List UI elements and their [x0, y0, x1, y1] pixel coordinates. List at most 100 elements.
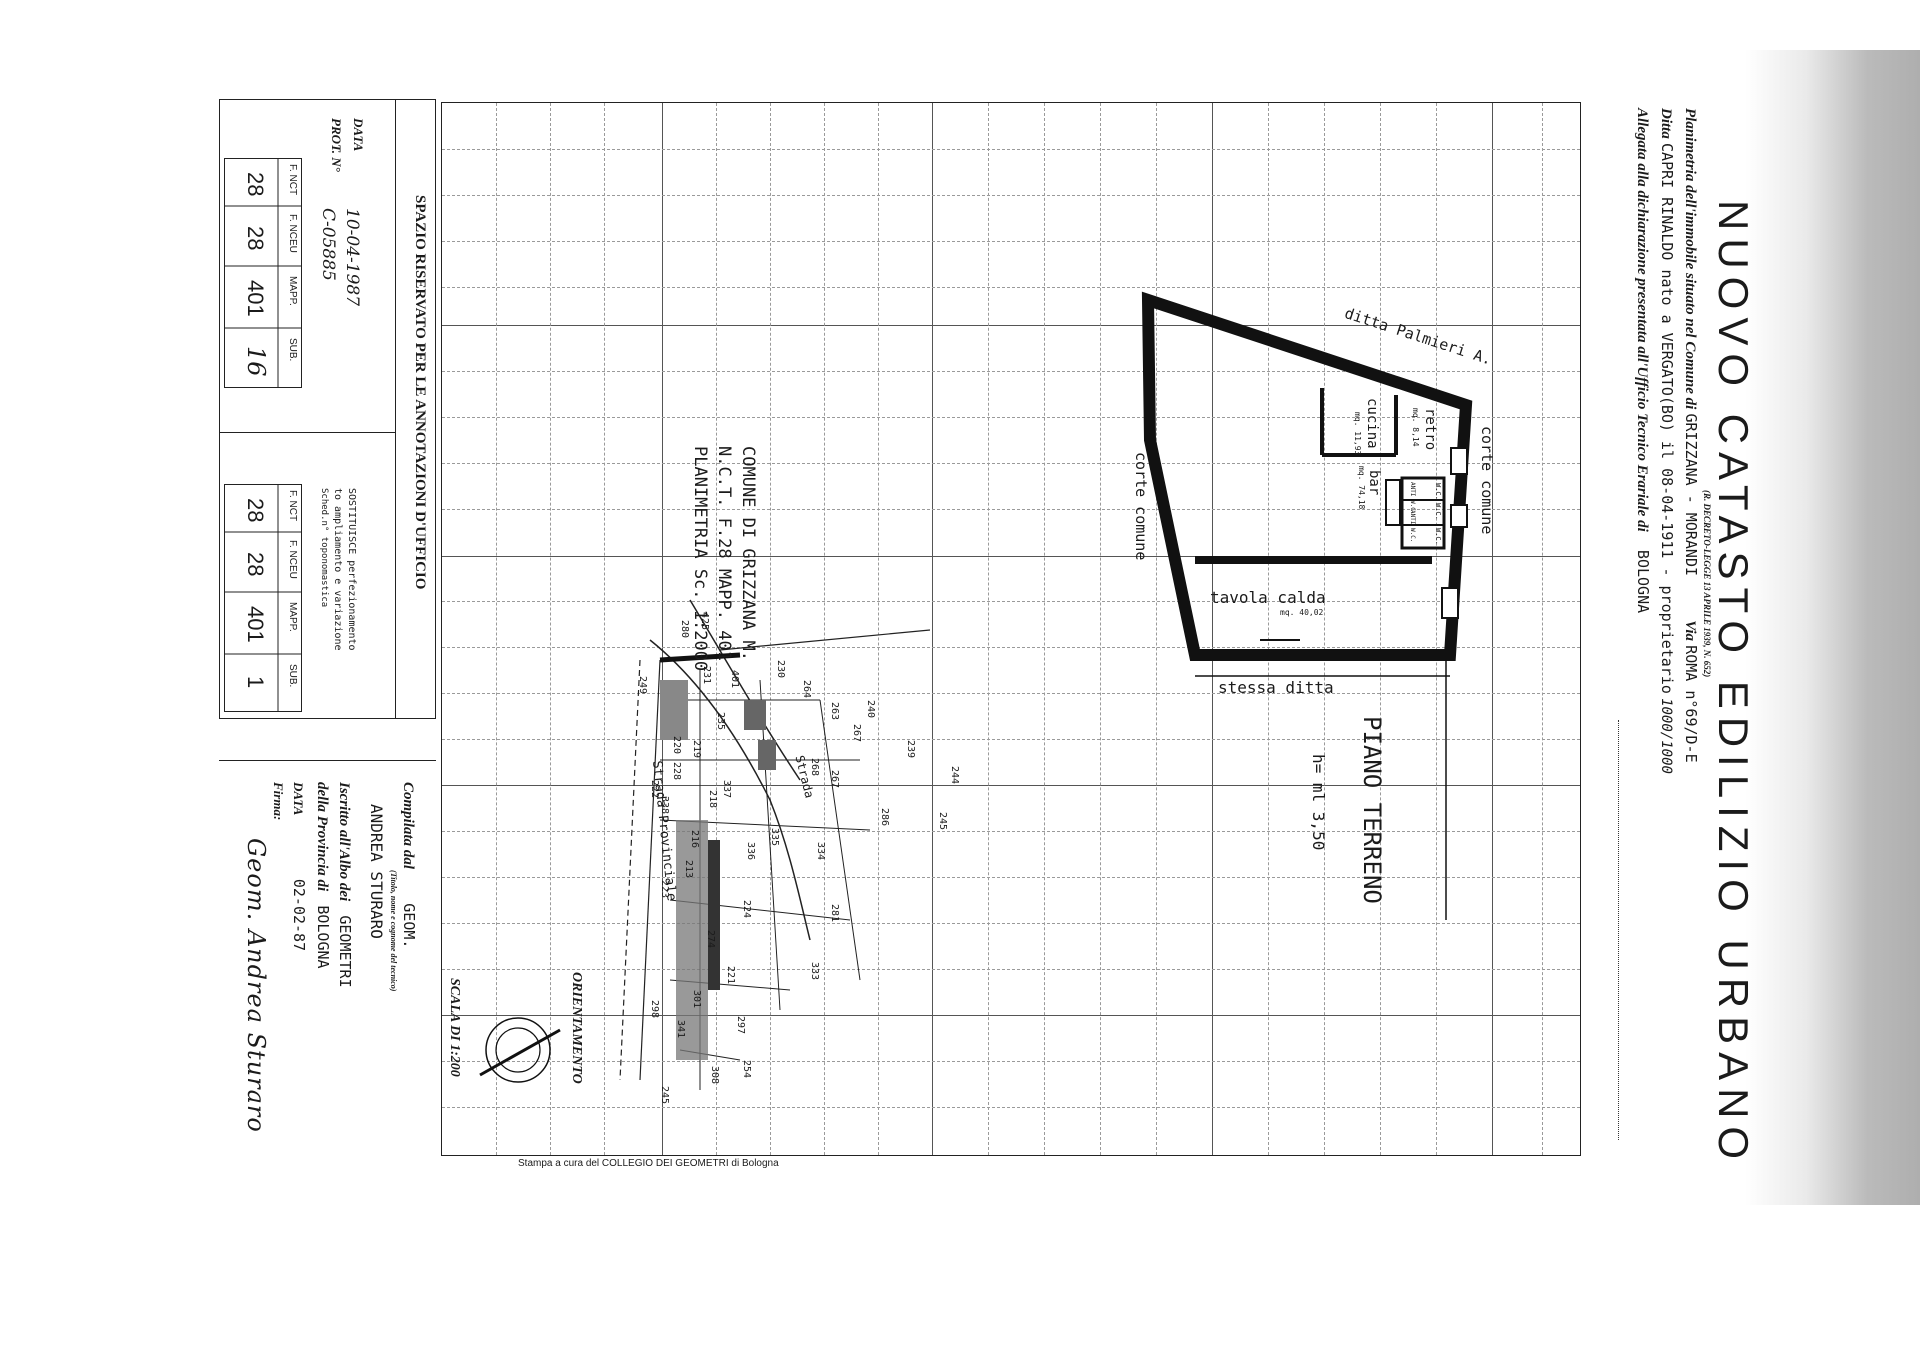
t2-v-mapp: 401 [243, 606, 268, 643]
building-walls [1141, 291, 1473, 661]
parcel-280: 280 [679, 620, 690, 639]
date-value: 02-02-87 [290, 878, 308, 952]
room-retro: retro [1422, 408, 1438, 451]
signature: Geom. Andrea Sturaro [242, 838, 270, 1133]
parcel-249: 249 [637, 676, 648, 695]
parcel-221: 221 [725, 966, 736, 985]
cadastral-table-2 [224, 484, 302, 712]
window [1441, 587, 1459, 619]
t1-h-mapp: MAPP. [287, 276, 298, 306]
parcel-231: 231 [701, 666, 712, 685]
albo-line: Iscritto all'Albo dei GEOMETRI [335, 782, 354, 988]
parcel-219: 219 [691, 740, 702, 759]
parcel-281: 281 [829, 904, 840, 923]
t1-v-nct: 28 [243, 172, 268, 197]
room-bar-area: mq. 74,18 [1357, 466, 1366, 510]
parcel-218: 218 [707, 790, 718, 809]
parcel-338: 338 [659, 796, 670, 815]
room-bar: bar [1366, 470, 1382, 496]
room-cucina: cucina [1364, 398, 1380, 449]
parcel-244: 244 [949, 766, 960, 785]
floor-label: PIANO TERRENO [1358, 716, 1386, 904]
compilata-sub: (Titolo, nome e cognome del tecnico) [389, 870, 398, 992]
parcel-245b: 245 [659, 1086, 670, 1105]
parcel-254: 254 [741, 1060, 752, 1079]
parcel-228: 228 [671, 762, 682, 781]
date-line: DATA 02-02-87 [290, 782, 308, 951]
parcel-268: 268 [809, 758, 820, 777]
parcel-286: 286 [879, 808, 890, 827]
parcel-223: 223 [659, 880, 670, 899]
t1-h-sub: SUB. [287, 338, 298, 362]
parcel-425: 425 [699, 612, 710, 631]
prov-line: della Provincia di BOLOGNA [313, 782, 332, 969]
room-wc-2: W.C. [1434, 503, 1442, 520]
window [1450, 504, 1468, 528]
corte-comune-right: corte comune [1478, 426, 1496, 535]
parcel-298: 298 [649, 1000, 660, 1019]
parcel-213: 213 [683, 860, 694, 879]
parcel-401: 401 [729, 670, 740, 689]
room-tavola-area: mq. 40,02 [1280, 608, 1324, 617]
office-title: SPAZIO RISERVATO PER LE ANNOTAZIONI D'UF… [412, 195, 428, 590]
t1-v-nceu: 28 [243, 226, 268, 251]
parcel-216: 216 [689, 830, 700, 849]
compilata-value: GEOM. [400, 903, 418, 949]
drawing-frame [441, 102, 1581, 1156]
room-antiwc-2: ANTI W.C. [1409, 510, 1416, 543]
office-panel [219, 99, 436, 719]
firma-label: Firma: [271, 782, 286, 821]
scale-label: SCALA DI 1:200 [447, 978, 462, 1077]
parcel-337: 337 [721, 780, 732, 799]
parcel-267b: 267 [829, 770, 840, 789]
room-tavola-calda: tavola calda [1210, 588, 1326, 607]
albo-value: GEOMETRI [336, 915, 354, 988]
parcel-297: 297 [735, 1016, 746, 1035]
parcel-263: 263 [829, 702, 840, 721]
compilata-line: Compilata dal GEOM. [399, 782, 418, 948]
parcel-336: 336 [745, 842, 756, 861]
data-label: DATA [351, 118, 366, 152]
parcel-301: 301 [691, 990, 702, 1009]
t1-h-nct: F. NCT [287, 164, 298, 196]
data-value: 10-04-1987 [342, 208, 362, 307]
parcel-230: 230 [775, 660, 786, 679]
compiler-name: ANDREA STURARO [367, 804, 386, 939]
parcel-245: 245 [937, 812, 948, 831]
site-scale: PLANIMETRIA Sc. 1:2000 [690, 446, 710, 672]
room-wc-3: W.C. [1434, 528, 1442, 545]
stessa-ditta-label: stessa ditta [1218, 678, 1334, 697]
height-label: h= ml 3,50 [1309, 754, 1328, 851]
parcel-333: 333 [809, 962, 820, 981]
table-1-grid [224, 158, 302, 388]
parcel-239: 239 [905, 740, 916, 759]
parcel-224: 224 [741, 900, 752, 919]
prot-label: PROT. N° [329, 118, 344, 172]
note-3: Sched.n° toponomastica [319, 488, 329, 608]
site-nct: N.C.T. F.28 MAPP. 401 [714, 446, 734, 661]
parcel-220: 220 [671, 736, 682, 755]
t2-v-nct: 28 [243, 498, 268, 523]
scan-shadow [1745, 50, 1920, 1205]
t2-v-nceu: 28 [243, 552, 268, 577]
note-1: SOSTITUISCE perfezionamento [346, 488, 357, 651]
t2-h-sub: SUB. [287, 664, 298, 688]
parcel-240: 240 [865, 700, 876, 719]
site-map [619, 599, 931, 1090]
date-label: DATA [291, 782, 306, 816]
compiler-panel [219, 760, 436, 1156]
parcel-335: 335 [769, 828, 780, 847]
albo-label: Iscritto all'Albo dei [336, 782, 352, 902]
compilata-label: Compilata dal [400, 782, 416, 870]
orientation-label: ORIENTAMENTO [569, 972, 584, 1084]
prov-value: BOLOGNA [314, 905, 332, 969]
office-sep [219, 432, 396, 433]
room-retro-area: mq. 8,14 [1411, 408, 1420, 447]
office-divider [395, 99, 396, 719]
parcel-308: 308 [709, 1066, 720, 1085]
parcel-274: 274 [705, 930, 716, 949]
dotted-rule [1618, 720, 1619, 1140]
t1-v-sub: 16 [242, 346, 270, 377]
parcel-341: 341 [675, 1020, 686, 1039]
